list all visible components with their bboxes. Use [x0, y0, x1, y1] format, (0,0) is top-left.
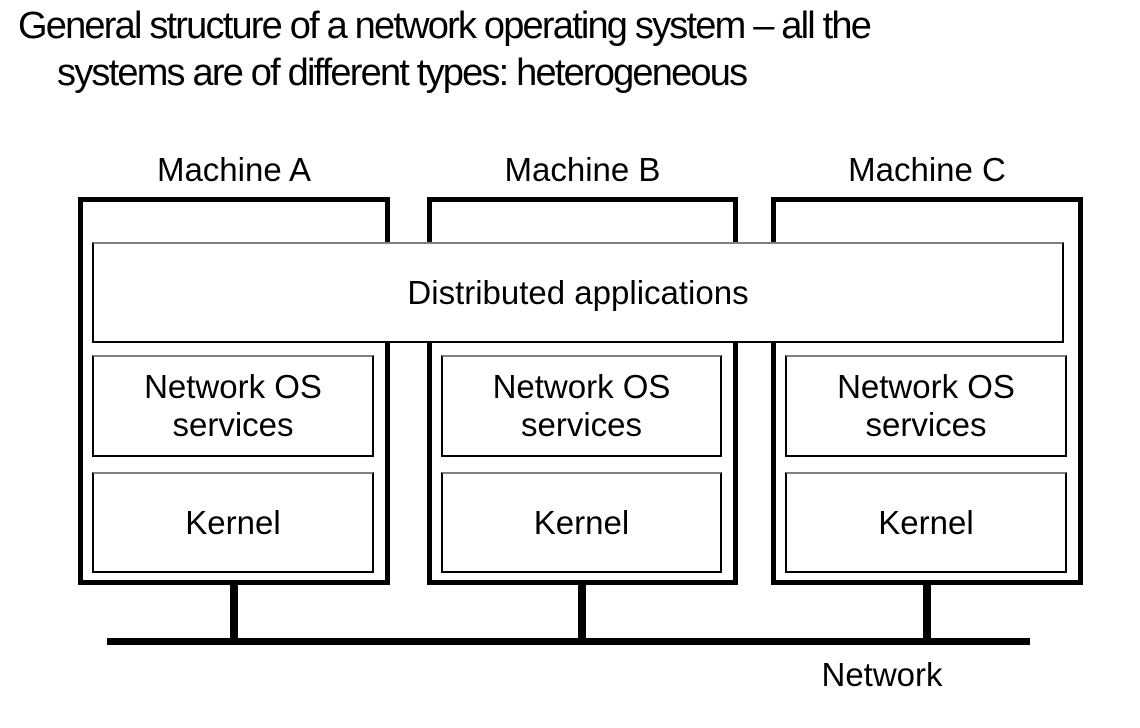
machine-b-network-os-services-label: Network OS services: [492, 368, 671, 443]
machine-c-network-connector-line: [923, 581, 931, 644]
machine-b-kernel-box: Kernel: [441, 472, 722, 573]
machine-b-kernel-label: Kernel: [533, 503, 630, 541]
machine-c-network-os-services-label: Network OS services: [837, 368, 1015, 443]
machine-a-kernel-label: Kernel: [185, 503, 281, 541]
machine-c-kernel-label: Kernel: [878, 503, 974, 541]
slide-title-line-1: General structure of a network operating…: [18, 5, 872, 47]
machine-c-kernel-box: Kernel: [785, 472, 1067, 573]
machine-b-label: Machine B: [504, 151, 661, 188]
distributed-applications-label: Distributed applications: [407, 273, 749, 311]
network-label: Network: [821, 656, 943, 693]
slide-title-line-2: systems are of different types: heteroge…: [57, 52, 748, 94]
machine-b-network-os-services-box: Network OS services: [441, 355, 722, 457]
machine-c-label: Machine C: [848, 151, 1006, 188]
machine-a-network-connector-line: [230, 581, 238, 644]
machine-a-label: Machine A: [156, 151, 312, 188]
network-bus-line: [107, 638, 1030, 645]
machine-c-network-os-services-box: Network OS services: [785, 355, 1067, 457]
distributed-applications-box: Distributed applications: [92, 242, 1064, 343]
machine-a-kernel-box: Kernel: [92, 472, 374, 573]
machine-b-network-connector-line: [578, 581, 586, 644]
machine-a-network-os-services-label: Network OS services: [144, 368, 322, 443]
machine-a-network-os-services-box: Network OS services: [92, 355, 374, 457]
